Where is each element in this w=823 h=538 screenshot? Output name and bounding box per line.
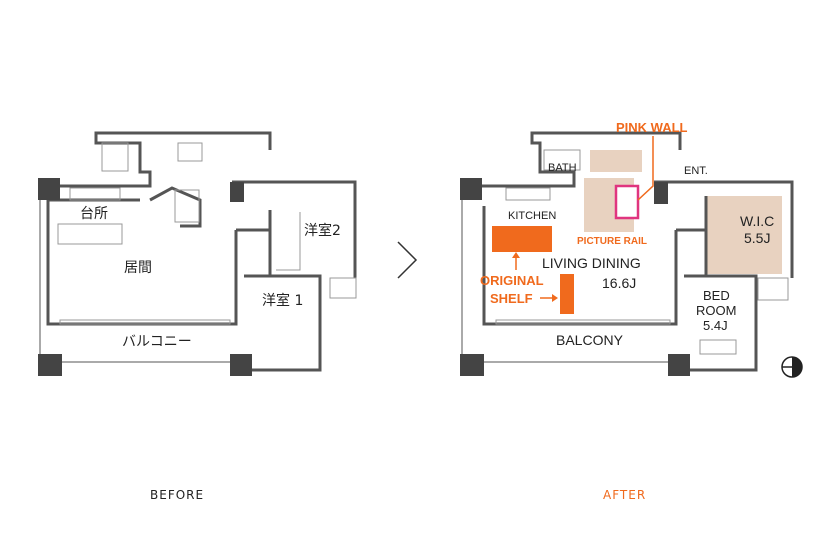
after-wall-bedroom (684, 274, 758, 372)
after-bed-table (699, 339, 737, 355)
after-bedroom-size: 5.4J (703, 318, 728, 333)
before-thin-lines (57, 142, 357, 325)
after-bedroom-label-1: BED (703, 288, 730, 303)
before-kitchen-label: 台所 (80, 206, 108, 222)
pillar (230, 354, 252, 376)
before-room2-balcony (329, 277, 357, 299)
before-room2-label: 洋室2 (304, 222, 341, 239)
after-balcony-label: BALCONY (556, 332, 624, 348)
after-bedroom-label-2: ROOM (696, 303, 736, 318)
after-window-sill (495, 319, 671, 325)
after-bath-label: BATH (548, 162, 577, 174)
after-living-dining-label: LIVING DINING (542, 255, 641, 271)
shelf-bar (560, 274, 574, 314)
after-living-dining-size: 16.6J (602, 275, 636, 291)
arrow-right-head (552, 294, 558, 302)
shelf-annotation: SHELF (490, 291, 533, 306)
original-annotation: ORIGINAL (480, 273, 544, 288)
pink-wall-annotation: PINK WALL (616, 120, 688, 135)
after-kitchen-label: KITCHEN (508, 210, 556, 222)
before-caption: BEFORE (150, 488, 205, 502)
pillar (38, 178, 60, 200)
before-plan (39, 131, 357, 372)
pillar (460, 354, 484, 376)
before-living-label: 居間 (124, 260, 152, 276)
pink-wall-leader (637, 136, 654, 201)
before-window-sill (59, 319, 231, 325)
before-balcony-label: バルコニー (122, 334, 192, 350)
before-wall-room1 (244, 274, 322, 372)
after-wall-outer (462, 131, 682, 188)
after-pillars (460, 178, 690, 376)
pillar (38, 354, 62, 376)
before-closet (276, 212, 301, 271)
pillar (668, 354, 690, 376)
before-kitchen-counter (57, 223, 123, 245)
before-washbasin (177, 142, 203, 162)
before-wall-core (149, 186, 202, 228)
pillar (230, 182, 244, 202)
arrow-up-head (512, 252, 520, 258)
before-sink (69, 187, 121, 201)
after-bathtub (543, 149, 581, 171)
after-wic-label: W.I.C (740, 213, 774, 229)
after-floor-areas (584, 150, 782, 274)
before-toilet-room (174, 189, 200, 223)
after-caption: AFTER (603, 488, 647, 502)
core-floor (590, 150, 642, 172)
before-room1-label: 洋室 1 (262, 292, 303, 309)
before-wall-outer (40, 131, 272, 188)
after-sink (505, 187, 551, 201)
before-bathtub (101, 142, 129, 172)
after-wic-size: 5.5J (744, 230, 770, 246)
pink-wall-outline (614, 184, 640, 220)
before-wall-top-right (232, 180, 357, 278)
before-pillars (38, 178, 252, 376)
after-bedroom-balcony (757, 277, 789, 301)
pillar (460, 178, 482, 200)
after-entrance-label: ENT. (684, 165, 708, 177)
pillar (654, 182, 668, 204)
after-wall-top-right (654, 180, 794, 278)
chevron-right-icon (397, 241, 418, 279)
wic-floor (706, 196, 782, 274)
compass-icon (781, 356, 803, 378)
after-thin-lines (495, 149, 789, 355)
picture-rail-annotation: PICTURE RAIL (577, 236, 647, 247)
original-shelf-bar (492, 226, 552, 252)
